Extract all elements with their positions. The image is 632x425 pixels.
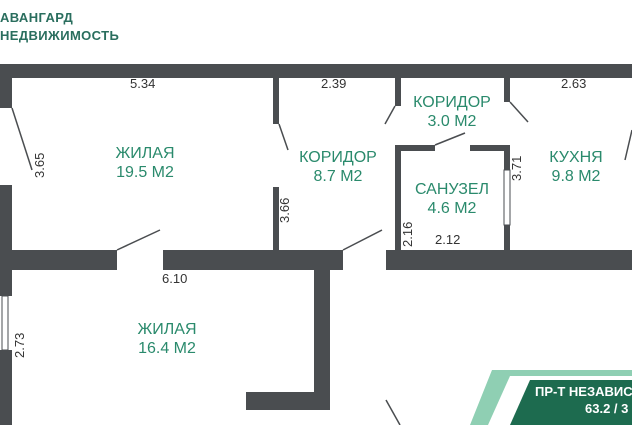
banner-line1: ПР-Т НЕЗАВИС [535,384,632,399]
dim-corridor1-height: 3.66 [277,197,292,223]
dim-living2-width: 6.10 [162,271,188,286]
dim-bath-height: 2.16 [400,221,415,247]
room-living1: ЖИЛАЯ 19.5 М2 [116,144,175,182]
dim-kitchen-width: 2.63 [561,76,587,91]
room-area: 19.5 М2 [116,164,174,181]
room-area: 9.8 М2 [551,168,601,185]
room-name: КУХНЯ [549,149,603,166]
banner-background [510,380,632,425]
brand-line2: НЕДВИЖИМОСТЬ [0,28,120,43]
window [503,169,511,226]
room-area: 16.4 М2 [138,340,196,357]
walls [0,64,632,425]
brand-line1: АВАНГАРД [0,10,74,25]
room-corridor1: КОРИДОР 8.7 М2 [299,148,377,186]
door-swings [11,101,632,251]
room-area: 3.0 М2 [427,113,477,130]
dim-living1-height: 3.65 [32,152,47,178]
dim-living2-height: 2.73 [12,332,27,358]
room-living2: ЖИЛАЯ 16.4 М2 [138,320,197,358]
dim-kitchen-height: 3.71 [509,155,524,181]
room-area: 8.7 М2 [313,168,363,185]
room-name: КОРИДОР [413,94,491,111]
window [1,295,9,351]
room-kitchen: КУХНЯ 9.8 М2 [549,148,602,186]
banner-line2: 63.2 / 3 [585,401,629,416]
room-area: 4.6 М2 [427,200,477,217]
room-name: ЖИЛАЯ [115,145,175,162]
room-name: ЖИЛАЯ [137,321,197,338]
dim-living1-width: 5.34 [130,76,156,91]
room-bathroom: САНУЗЕЛ 4.6 М2 [415,180,489,218]
room-corridor2: КОРИДОР 3.0 М2 [413,93,491,131]
dim-bath-width: 2.12 [435,232,461,247]
room-name: КОРИДОР [299,149,377,166]
door-swing [385,399,401,425]
dim-corridor1-width: 2.39 [321,76,347,91]
room-name: САНУЗЕЛ [414,181,490,198]
